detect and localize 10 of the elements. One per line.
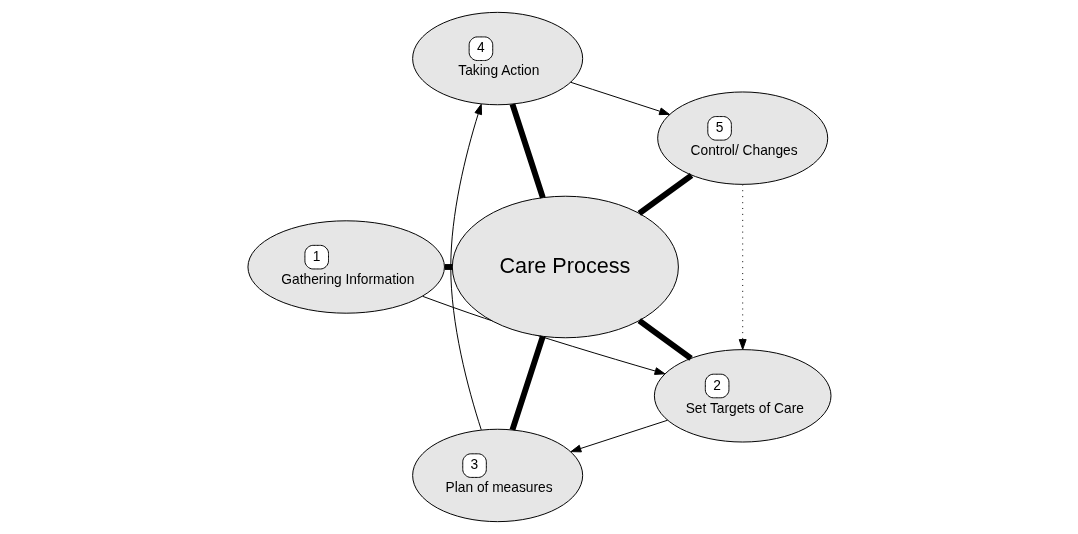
node-ellipse: Care Process — [451, 195, 679, 339]
node-ellipse: 1 Gathering Information — [246, 220, 445, 314]
arrow — [449, 103, 482, 431]
connector — [637, 318, 693, 361]
connector — [637, 172, 693, 216]
connector — [509, 335, 546, 431]
arrow — [569, 81, 670, 116]
connector — [509, 103, 546, 199]
arrow — [570, 419, 668, 453]
node-ellipse: 4 Taking Action — [411, 11, 583, 106]
